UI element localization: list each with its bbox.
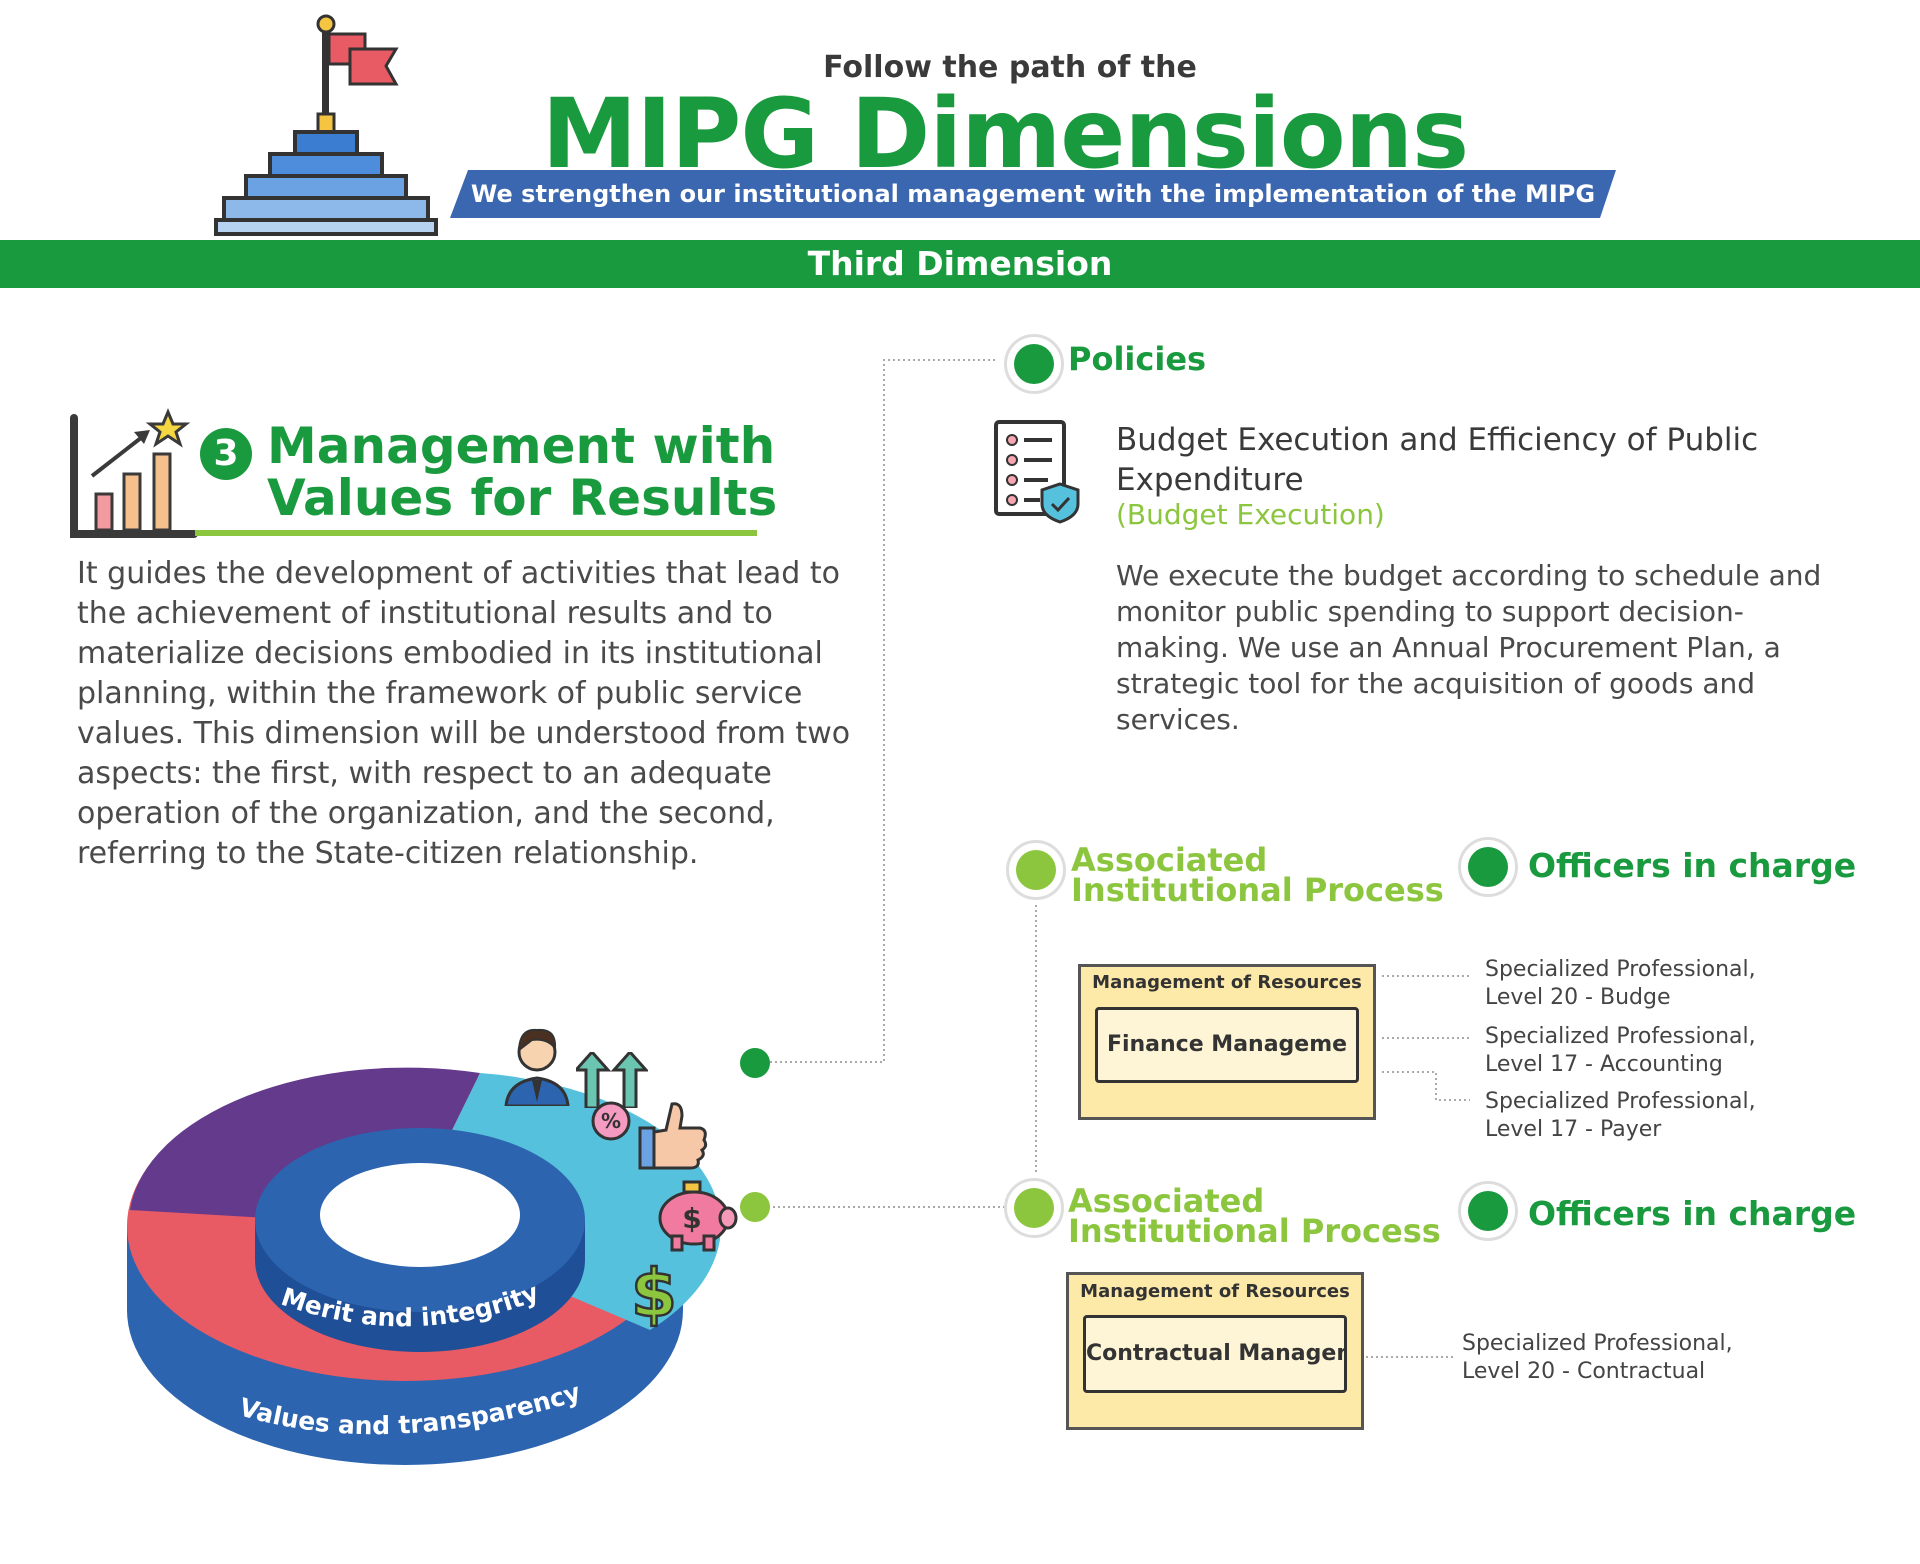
process-area-label: Management of Resources [1092, 972, 1362, 993]
header-lead: Follow the path of the [823, 50, 1197, 85]
officer-item: Specialized Professional, Level 17 - Acc… [1485, 1023, 1845, 1079]
dollar-icon: $ [632, 1254, 676, 1328]
dimension-number-badge: 3 [200, 428, 252, 480]
policies-marker-dot [1014, 344, 1054, 384]
officers-in-charge-label: Officers in charge [1528, 846, 1857, 885]
officer-item: Specialized Professional, Level 20 - Bud… [1485, 956, 1845, 1012]
header-ribbon-text: We strengthen our institutional manageme… [470, 180, 1596, 208]
percent-icon: % [591, 1101, 631, 1141]
process-name: Contractual Manageme [1083, 1315, 1347, 1393]
ring-connector-dot [740, 1192, 770, 1222]
officer-role: Specialized Professional, [1485, 957, 1756, 982]
officer-role: Specialized Professional, [1485, 1024, 1756, 1049]
process-marker-dot [1016, 850, 1056, 890]
policy-description: We execute the budget according to sched… [1116, 559, 1822, 736]
dimension-description: It guides the development of activities … [77, 556, 851, 871]
svg-text:%: % [601, 1109, 621, 1133]
officer-item: Specialized Professional, Level 17 - Pay… [1485, 1088, 1845, 1144]
officers-marker-dot [1468, 1191, 1508, 1231]
header-ribbon [450, 170, 1616, 218]
growth-arrows-icon [576, 1052, 648, 1108]
officer-level: Level 17 - Payer [1485, 1117, 1662, 1142]
officers-in-charge-label: Officers in charge [1528, 1194, 1857, 1233]
policy-title: Budget Execution and Efficiency of Publi… [1116, 422, 1759, 498]
businessman-icon [504, 1028, 570, 1106]
associated-process-label: Associated Institutional Process [1071, 841, 1444, 909]
process-name: Finance Manageme [1095, 1007, 1359, 1083]
process-area-label: Management of Resources [1080, 1281, 1350, 1302]
checklist-shield-icon [994, 420, 1080, 524]
officer-level: Level 20 - Budge [1485, 985, 1671, 1010]
policies-label: Policies [1068, 340, 1207, 378]
officer-role: Specialized Professional, [1485, 1089, 1756, 1114]
policy-subtitle: (Budget Execution) [1116, 498, 1385, 531]
process-marker-dot [1014, 1188, 1054, 1228]
piggy-bank-icon: $ [658, 1180, 738, 1252]
bar-chart-star-icon [70, 408, 198, 538]
dimension-bar [0, 240, 1920, 288]
officer-level: Level 17 - Accounting [1485, 1052, 1723, 1077]
dimension-title: Management with Values for Results [267, 417, 778, 527]
officer-role: Specialized Professional, [1462, 1331, 1733, 1356]
svg-text:$: $ [632, 1255, 676, 1328]
thumbs-up-icon [638, 1102, 708, 1170]
dimension-bar-label: Third Dimension [807, 244, 1113, 283]
officer-level: Level 20 - Contractual [1462, 1359, 1706, 1384]
svg-text:$: $ [682, 1202, 701, 1235]
associated-process-label: Associated Institutional Process [1068, 1182, 1441, 1250]
ring-connector-dot [740, 1048, 770, 1078]
officer-item: Specialized Professional, Level 20 - Con… [1462, 1330, 1822, 1386]
officers-marker-dot [1468, 847, 1508, 887]
dimension-title-underline [195, 530, 757, 536]
podium-flag-icon [214, 14, 438, 236]
